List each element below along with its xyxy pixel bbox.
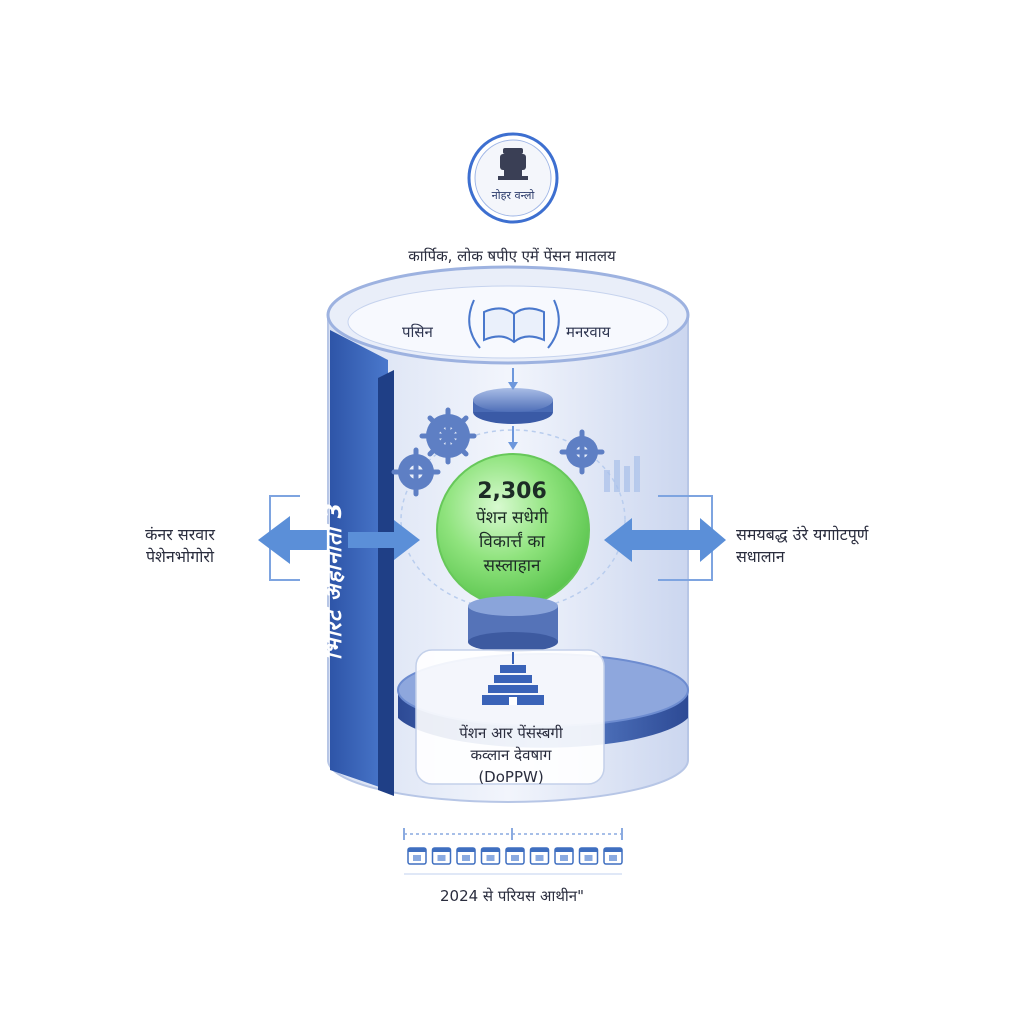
vertical-label: भिरिट अहोनाता 3: [322, 502, 347, 660]
timeline: [403, 828, 623, 875]
center-line-2: विकार्त्तं का: [479, 532, 545, 552]
emblem-badge: [467, 132, 559, 224]
emblem-caption: नोहर वन्लो: [491, 189, 535, 202]
department-box: [415, 649, 605, 785]
left-arrow-group: [258, 495, 420, 581]
ministry-label: कार्पिक, लोक षपीए एमें पेंसन मातलय: [408, 247, 616, 265]
center-line-1: पेंशन सधेगी: [476, 508, 548, 528]
department-line-1: पेंशन आर पेंसंस्बगी: [459, 724, 563, 742]
right-line-2: सधालान: [736, 547, 785, 566]
pedestal: [468, 596, 558, 652]
left-line-2: पेशेनभोगोरो: [145, 547, 215, 566]
top-left-label: पसिन: [402, 323, 433, 341]
department-line-2: कव्लान देवषाग: [470, 746, 552, 764]
vertical-label-wrap: भिरिट अहोनाता 3: [318, 360, 358, 660]
calendar-icon: [480, 847, 501, 865]
center-line-3: सस्लाहान: [483, 556, 541, 576]
footer-label: 2024 से परियस आथीन": [439, 887, 585, 905]
center-label: 2,306 पेंशन सधेगी विकार्त्तं का सस्लाहान: [436, 478, 588, 578]
top-right-label: मनरवाय: [566, 323, 611, 341]
open-book-laurel-icon: [468, 299, 560, 349]
department-line-3: (DoPPW): [478, 768, 544, 786]
calendar-icon: [407, 847, 427, 865]
right-arrow-group: [604, 495, 726, 581]
right-line-1: समयबद्ध उंरे यगाोटपूर्ण: [736, 525, 869, 544]
calendar-icon: [554, 847, 574, 865]
right-label: समयबद्ध उंरे यगाोटपूर्ण सधालान: [736, 524, 936, 568]
side-strip: [330, 330, 388, 790]
calendar-icon: [505, 847, 525, 865]
top-disc: [473, 368, 553, 450]
department-label: पेंशन आर पेंसंस्बगी कव्लान देवषाग (DoPPW…: [418, 722, 604, 788]
building-icon: [482, 652, 544, 705]
calendar-icon: [456, 847, 476, 865]
calendar-icon: [431, 847, 452, 865]
calendar-icon: [529, 847, 550, 865]
calendar-icon: [603, 847, 623, 865]
state-emblem-icon: [498, 148, 528, 180]
left-label: कंनर सरवार पेशेनभोगोरो: [110, 524, 250, 568]
left-line-1: कंनर सरवार: [145, 525, 215, 544]
center-number: 2,306: [477, 479, 547, 504]
calendar-icon: [578, 847, 599, 865]
